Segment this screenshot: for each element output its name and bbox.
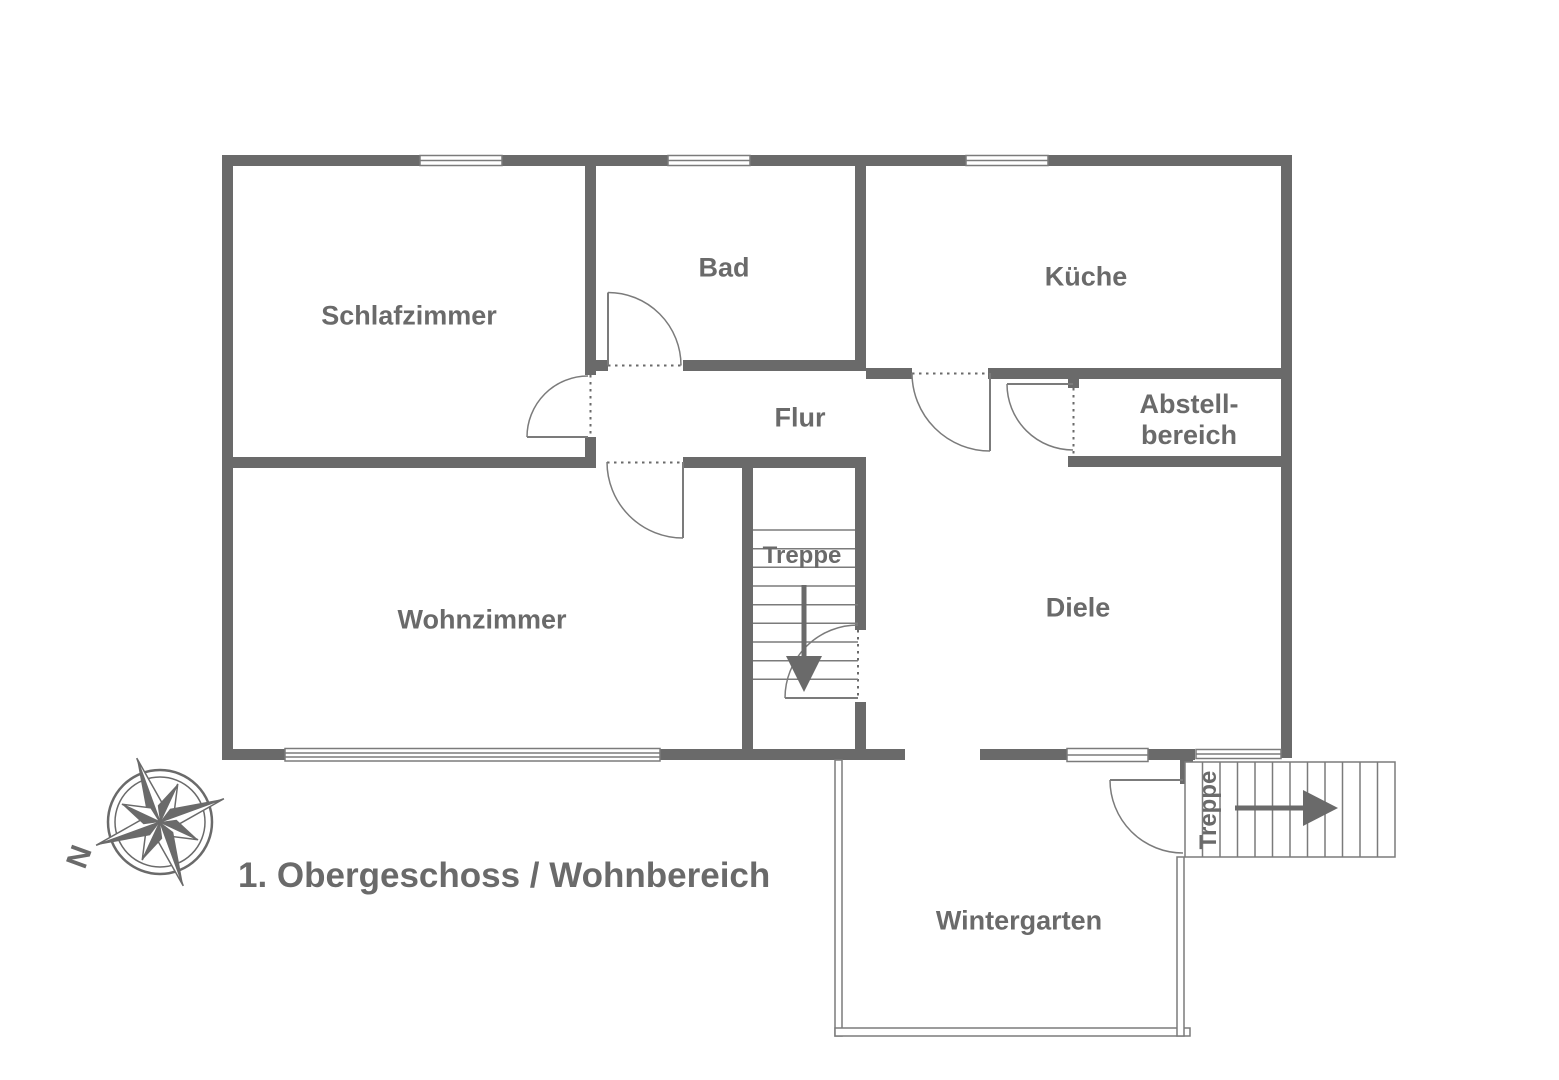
room-label-abstellbereich-line1: Abstell- [1139, 389, 1239, 419]
room-label-diele: Diele [1045, 592, 1111, 623]
room-label-wintergarten: Wintergarten [935, 905, 1103, 936]
exterior-walls [222, 155, 1292, 784]
door-leaves [527, 292, 1183, 781]
window-schlafzimmer [419, 154, 503, 167]
interior-walls [222, 155, 1292, 749]
windows [284, 154, 1282, 763]
exterior-stairs [1184, 761, 1396, 858]
window-wohnzimmer [284, 747, 661, 762]
room-label-abstellbereich-line2: bereich [1140, 420, 1238, 450]
page-title: 1. Obergeschoss / Wohnbereich [238, 856, 771, 895]
stairs-label-exterior: Treppe [1195, 770, 1222, 850]
room-label-kueche: Küche [1044, 261, 1128, 292]
stairs-label-interior: Treppe [762, 542, 842, 569]
stairs-right-arrow [1235, 790, 1338, 826]
room-label-abstellbereich: Abstell- bereich [1139, 389, 1238, 451]
room-label-flur: Flur [774, 402, 826, 433]
room-label-schlafzimmer: Schlafzimmer [321, 300, 497, 331]
room-label-wohnzimmer: Wohnzimmer [397, 604, 567, 635]
compass-rose-icon [95, 757, 225, 887]
stairs-down-arrow [786, 585, 822, 692]
window-kueche [965, 154, 1049, 167]
door-openings [589, 364, 1075, 698]
window-bad [667, 154, 751, 167]
room-label-bad: Bad [698, 252, 750, 283]
window-diele [1066, 747, 1149, 763]
wintergarten-glass-walls [834, 759, 1191, 1037]
glass-panel-right [1195, 748, 1282, 760]
interior-stairs [753, 529, 858, 692]
